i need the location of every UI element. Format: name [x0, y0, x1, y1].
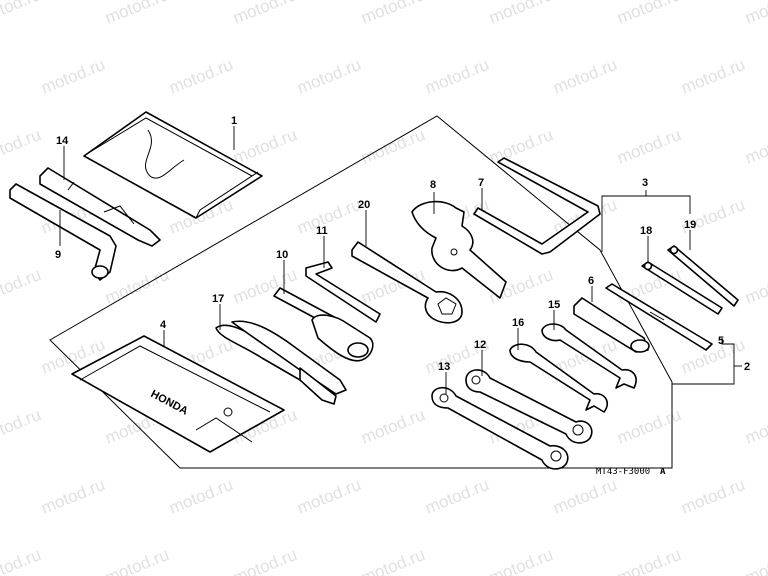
watermark-text: motod.ru	[102, 265, 171, 308]
callout-6: 6	[588, 275, 594, 287]
callout-7: 7	[478, 177, 484, 189]
hex-key-part-7	[473, 157, 601, 255]
plug-socket-part-6	[573, 297, 650, 353]
watermark-text: motod.ru	[358, 125, 427, 168]
leader-lines	[59, 126, 742, 394]
watermark-text: motod.ru	[358, 545, 427, 576]
watermark-text: motod.ru	[742, 0, 768, 28]
callout-5: 5	[718, 335, 724, 347]
watermark-text: motod.ru	[742, 125, 768, 168]
box-wrench-part-20	[351, 241, 463, 324]
screwdriver-part-18	[641, 261, 723, 315]
watermark-text: motod.ru	[166, 55, 235, 98]
watermark-text: motod.ru	[486, 545, 555, 576]
watermark-text: motod.ru	[230, 545, 299, 576]
callout-10: 10	[276, 249, 288, 261]
callout-9: 9	[55, 249, 61, 261]
wrench-part-16	[509, 343, 609, 413]
watermark-text: motod.ru	[742, 545, 768, 576]
watermark-text: motod.ru	[166, 475, 235, 518]
diagram-code: MT43-F3000 A	[596, 467, 666, 477]
watermark-text: motod.ru	[486, 0, 555, 28]
watermark-text: motod.ru	[38, 55, 107, 98]
watermark-text: motod.ru	[422, 55, 491, 98]
wrench-part-15	[541, 323, 637, 389]
watermark-text: motod.ru	[230, 125, 299, 168]
ring-wrench-part-12	[465, 369, 593, 444]
callout-12: 12	[474, 339, 486, 351]
watermark-text: motod.ru	[678, 55, 747, 98]
callout-15: 15	[548, 299, 560, 311]
watermark-text: motod.ru	[614, 125, 683, 168]
callout-18: 18	[640, 225, 652, 237]
callout-17: 17	[212, 293, 224, 305]
screwdriver-part-19	[667, 245, 739, 307]
socket-wrench-part-9	[9, 183, 117, 281]
watermark-text: motod.ru	[102, 0, 171, 28]
callout-19: 19	[684, 219, 696, 231]
watermark-text: motod.ru	[358, 0, 427, 28]
watermark-text: motod.ru	[614, 545, 683, 576]
callout-2: 2	[744, 361, 750, 373]
watermark-text: motod.ru	[742, 265, 768, 308]
callout-16: 16	[512, 317, 524, 329]
screwdriver-handle-part-5	[605, 283, 713, 351]
watermark-text: motod.ru	[550, 475, 619, 518]
callout-labels: 1 14 9 8 7 3 20 11 18 19 10 6 17 15 4 16…	[55, 115, 750, 373]
socket-driver-part-10	[273, 287, 374, 362]
watermark-text: motod.ru	[614, 0, 683, 28]
watermark-text: motod.ru	[0, 0, 44, 28]
watermark-text: motod.ru	[678, 475, 747, 518]
callout-11: 11	[316, 225, 328, 237]
watermark-text: motod.ru	[0, 125, 44, 168]
watermark-text: motod.ru	[294, 195, 363, 238]
watermark-text: motod.ru	[230, 0, 299, 28]
hex-key-part-11	[305, 261, 381, 323]
watermark-text: motod.ru	[678, 195, 747, 238]
ring-wrench-part-13	[431, 386, 569, 470]
watermark-text: motod.ru	[742, 405, 768, 448]
callout-4: 4	[160, 319, 167, 331]
callout-8: 8	[430, 179, 436, 191]
kit-outline	[49, 115, 673, 469]
pin-spanner-part-8	[411, 200, 507, 299]
watermark-text: motod.ru	[614, 405, 683, 448]
callout-3: 3	[642, 177, 648, 189]
revision-mark: A	[660, 467, 666, 477]
callout-1: 1	[231, 115, 237, 127]
callout-20: 20	[358, 199, 370, 211]
diagram-code-text: MT43-F3000	[596, 467, 650, 477]
tool-bag-part-1	[83, 111, 263, 219]
pliers-part-17	[215, 320, 347, 405]
callout-13: 13	[438, 361, 450, 373]
watermark-text: motod.ru	[0, 545, 44, 576]
watermark-text: motod.ru	[0, 265, 44, 308]
handle-part-14	[39, 167, 161, 247]
watermark-text: motod.ru	[102, 545, 171, 576]
watermark-text: motod.ru	[294, 55, 363, 98]
watermark-text: motod.ru	[0, 405, 44, 448]
tool-bag-part-4: HONDA	[71, 335, 285, 453]
watermark-text: motod.ru	[358, 405, 427, 448]
callout-14: 14	[56, 135, 69, 147]
watermark-text: motod.ru	[678, 335, 747, 378]
watermark-text: motod.ru	[550, 55, 619, 98]
watermark-text: motod.ru	[422, 475, 491, 518]
watermark-text: motod.ru	[486, 125, 555, 168]
watermark-text: motod.ru	[38, 475, 107, 518]
watermark-text: motod.ru	[294, 475, 363, 518]
